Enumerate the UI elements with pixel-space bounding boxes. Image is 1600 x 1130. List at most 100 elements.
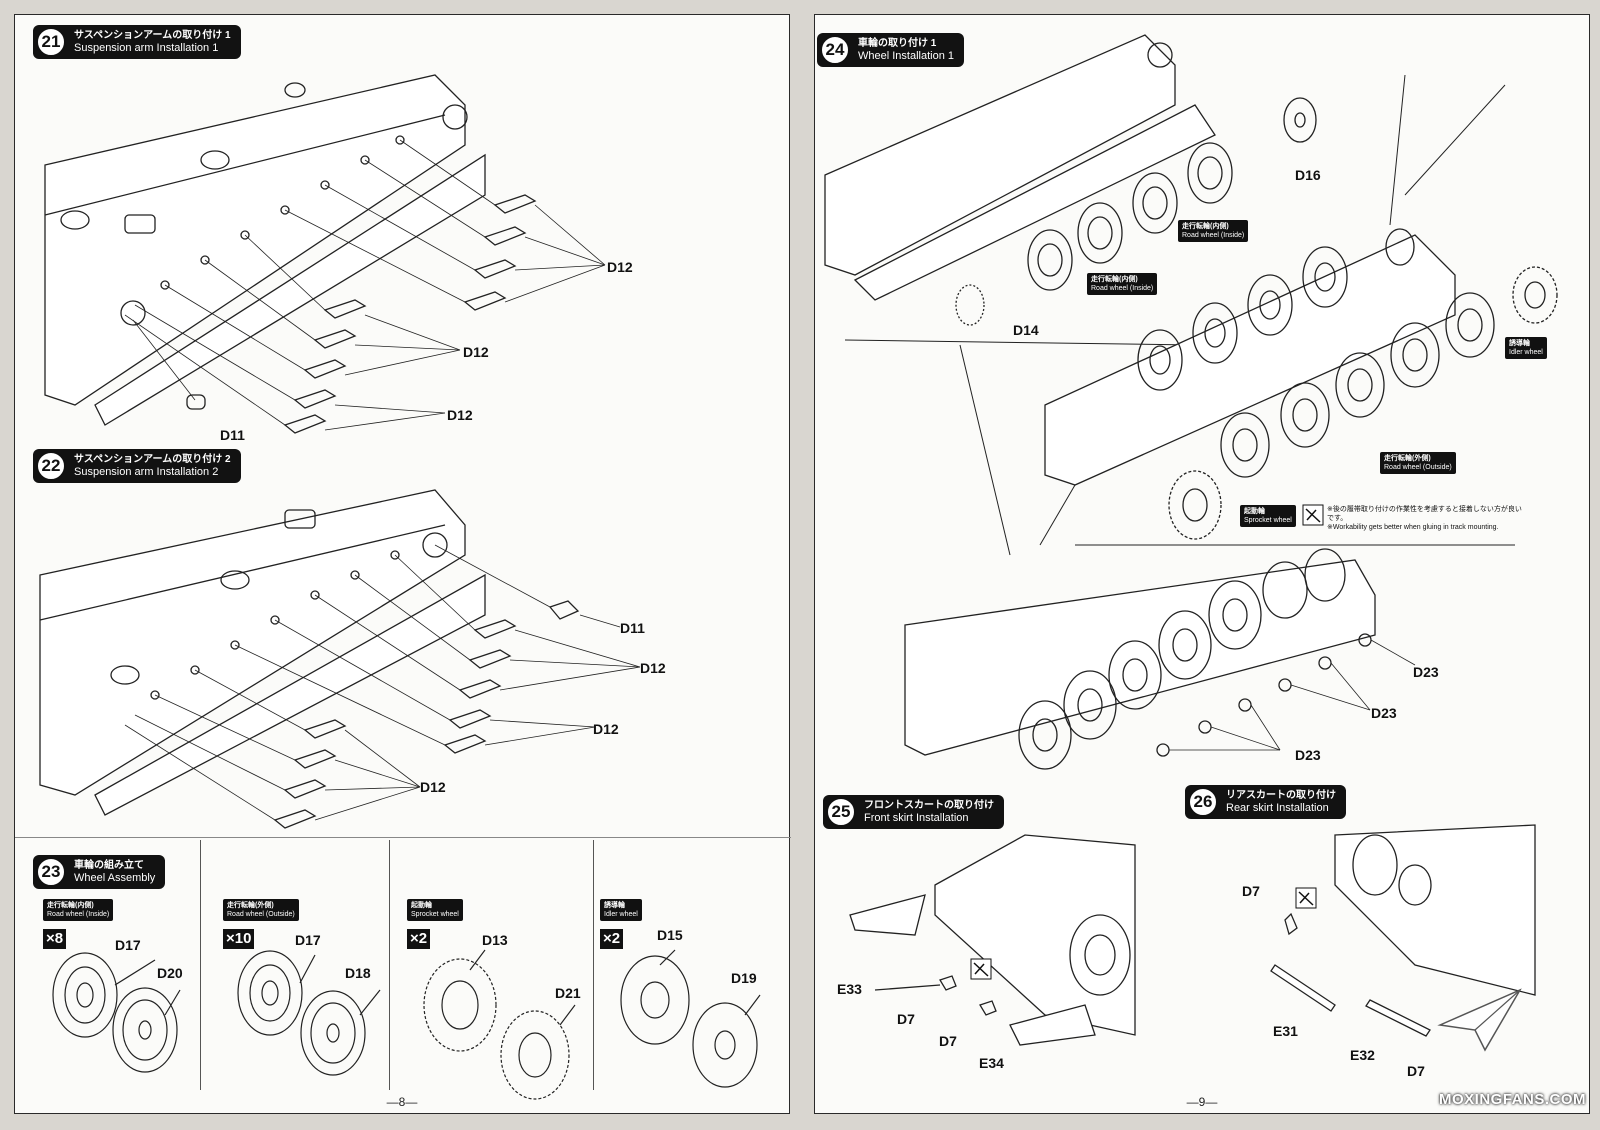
step-25-number: 25 <box>826 797 856 827</box>
part-label-d11: D11 <box>220 427 245 443</box>
part-label-d19: D19 <box>731 970 757 986</box>
idler-wheel-tag: 誘導輪 Idler wheel <box>1505 337 1547 359</box>
step-26-title-jp: リアスカートの取り付け <box>1226 790 1336 801</box>
tag-en: Road wheel (Outside) <box>1384 464 1452 471</box>
tag-en: Road wheel (Outside) <box>227 911 295 918</box>
part-label-d23: D23 <box>1413 664 1439 680</box>
tag-jp: 走行転輪(内側) <box>47 902 94 909</box>
step-22-number: 22 <box>36 451 66 481</box>
part-label-d12: D12 <box>420 779 446 795</box>
sprocket-wheel-tag: 起動輪 Sprocket wheel <box>407 899 463 921</box>
part-label-d20: D20 <box>157 965 183 981</box>
part-label-d12: D12 <box>593 721 619 737</box>
quantity-badge: ×10 <box>223 929 255 949</box>
left-page: 21 サスペンションアームの取り付け 1 Suspension arm Inst… <box>14 14 791 1114</box>
step-23-number: 23 <box>36 857 66 887</box>
part-label-d18: D18 <box>345 965 371 981</box>
tag-jp: 走行転輪(外側) <box>1384 455 1431 462</box>
no-glue-icon <box>1295 887 1317 909</box>
step-26-header: 26 リアスカートの取り付け Rear skirt Installation <box>1185 785 1346 819</box>
step-22-title-en: Suspension arm Installation 2 <box>74 466 219 478</box>
tag-jp: 起動輪 <box>1244 508 1265 515</box>
glue-note-jp: ※後の履帯取り付けの作業性を考慮すると接着しない方が良いです。 <box>1327 506 1522 522</box>
no-glue-icon <box>1302 504 1324 526</box>
part-label-d17: D17 <box>115 937 141 953</box>
tag-jp: 走行転輪(内側) <box>1182 223 1229 230</box>
tag-en: Idler wheel <box>1509 349 1543 356</box>
watermark-text: MOXINGFANS.COM <box>1438 1091 1586 1108</box>
quantity-badge: ×2 <box>407 929 431 949</box>
step-25-header: 25 フロントスカートの取り付け Front skirt Installatio… <box>823 795 1004 829</box>
step-22-header: 22 サスペンションアームの取り付け 2 Suspension arm Inst… <box>33 449 241 483</box>
tag-jp: 起動輪 <box>411 902 432 909</box>
part-label-d12: D12 <box>463 344 489 360</box>
page-number-text: 8 <box>387 1095 418 1109</box>
divider <box>389 840 390 1090</box>
divider <box>593 840 594 1090</box>
right-page-drawings <box>824 34 1558 1046</box>
part-label-d23: D23 <box>1371 705 1397 721</box>
part-label-d14: D14 <box>1013 322 1039 338</box>
page-number-right: 9 <box>815 1095 1589 1109</box>
road-wheel-inside-tag: 走行転輪(内側) Road wheel (Inside) <box>43 899 114 921</box>
tag-en: Road wheel (Inside) <box>47 911 110 918</box>
part-label-d23: D23 <box>1295 747 1321 763</box>
step-26-number: 26 <box>1188 787 1218 817</box>
divider <box>200 840 201 1090</box>
part-label-d12: D12 <box>607 259 633 275</box>
tag-en: Sprocket wheel <box>1244 517 1292 524</box>
step-25-title-jp: フロントスカートの取り付け <box>864 800 994 811</box>
part-label-e32: E32 <box>1350 1047 1375 1063</box>
part-label-d7: D7 <box>1407 1063 1425 1079</box>
tag-jp: 走行転輪(外側) <box>227 902 274 909</box>
step-21-header: 21 サスペンションアームの取り付け 1 Suspension arm Inst… <box>33 25 241 59</box>
step-21-title-en: Suspension arm Installation 1 <box>74 42 219 54</box>
step-24-title-en: Wheel Installation 1 <box>858 50 954 62</box>
road-wheel-outside-tag: 走行転輪(外側) Road wheel (Outside) <box>1380 452 1456 474</box>
tag-en: Idler wheel <box>604 911 638 918</box>
quantity-badge: ×8 <box>43 929 67 949</box>
sprocket-wheel-tag: 起動輪 Sprocket wheel <box>1240 505 1296 527</box>
part-label-d16: D16 <box>1295 167 1321 183</box>
tag-en: Road wheel (Inside) <box>1091 285 1154 292</box>
part-label-d15: D15 <box>657 927 683 943</box>
quantity-badge: ×2 <box>600 929 624 949</box>
idler-wheel-tag: 誘導輪 Idler wheel <box>600 899 642 921</box>
divider <box>15 837 791 838</box>
step-26-title-en: Rear skirt Installation <box>1226 802 1329 814</box>
tag-en: Sprocket wheel <box>411 911 459 918</box>
step-25-title-en: Front skirt Installation <box>864 812 969 824</box>
part-label-e33: E33 <box>837 981 862 997</box>
watermark-logo-icon <box>1437 988 1522 1052</box>
part-label-d17: D17 <box>295 932 321 948</box>
part-label-d7: D7 <box>897 1011 915 1027</box>
page-number-text: 9 <box>1187 1095 1218 1109</box>
road-wheel-inside-tag: 走行転輪(内側) Road wheel (Inside) <box>1178 220 1249 242</box>
part-label-e31: E31 <box>1273 1023 1298 1039</box>
tag-jp: 誘導輪 <box>1509 340 1530 347</box>
part-label-d12: D12 <box>447 407 473 423</box>
glue-note-en: ※Workability gets better when gluing in … <box>1327 524 1499 531</box>
tag-jp: 誘導輪 <box>604 902 625 909</box>
no-glue-icon <box>970 958 992 980</box>
part-label-d13: D13 <box>482 932 508 948</box>
step-21-number: 21 <box>36 27 66 57</box>
step-21-title-jp: サスペンションアームの取り付け 1 <box>74 30 231 41</box>
step-24-title-jp: 車輪の取り付け 1 <box>858 38 937 49</box>
step-23-title-en: Wheel Assembly <box>74 872 156 884</box>
road-wheel-outside-tag: 走行転輪(外側) Road wheel (Outside) <box>223 899 299 921</box>
step-24-header: 24 車輪の取り付け 1 Wheel Installation 1 <box>817 33 964 67</box>
left-page-drawings <box>39 74 761 1100</box>
part-label-d12: D12 <box>640 660 666 676</box>
part-label-d7: D7 <box>939 1033 957 1049</box>
part-label-d11: D11 <box>620 620 645 636</box>
step-23-header: 23 車輪の組み立て Wheel Assembly <box>33 855 166 889</box>
part-label-e34: E34 <box>979 1055 1004 1071</box>
tag-jp: 走行転輪(内側) <box>1091 276 1138 283</box>
step-22-title-jp: サスペンションアームの取り付け 2 <box>74 454 231 465</box>
step-23-title-jp: 車輪の組み立て <box>74 860 144 871</box>
right-page: 24 車輪の取り付け 1 Wheel Installation 1 D16 D1… <box>814 14 1590 1114</box>
glue-note: ※後の履帯取り付けの作業性を考慮すると接着しない方が良いです。 ※Workabi… <box>1327 505 1527 532</box>
part-label-d7: D7 <box>1242 883 1260 899</box>
road-wheel-inside-tag: 走行転輪(内側) Road wheel (Inside) <box>1087 273 1158 295</box>
